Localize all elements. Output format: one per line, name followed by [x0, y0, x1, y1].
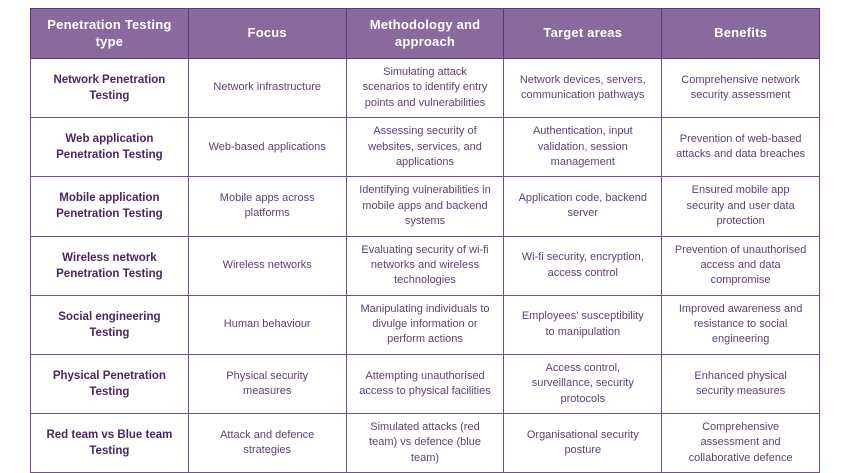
table-cell: Ensured mobile app security and user dat… — [661, 176, 820, 237]
table-cell: Attempting unauthorised access to physic… — [345, 353, 505, 415]
pentest-comparison-table: Penetration Testing type Focus Methodolo… — [30, 8, 820, 473]
header-row: Penetration Testing type Focus Methodolo… — [30, 8, 820, 59]
table-cell: Attack and defence strategies — [187, 413, 347, 473]
column-header-type: Penetration Testing type — [30, 8, 189, 59]
table-cell: Network infrastructure — [187, 57, 347, 119]
column-header-target-areas: Target areas — [503, 8, 663, 59]
table-header: Penetration Testing type Focus Methodolo… — [30, 8, 820, 59]
table-cell: Physical security measures — [187, 353, 347, 415]
row-header-cell: Physical Penetration Testing — [30, 353, 189, 415]
row-header-cell: Social engineering Testing — [30, 294, 189, 355]
column-header-focus: Focus — [187, 8, 347, 59]
table-cell: Wi-fi security, encryption, access contr… — [503, 235, 663, 296]
table-cell: Identifying vulnerabilities in mobile ap… — [345, 176, 505, 237]
table-cell: Access control, surveillance, security p… — [503, 353, 663, 415]
column-header-benefits: Benefits — [661, 8, 820, 59]
pentest-comparison-table-wrap: Penetration Testing type Focus Methodolo… — [30, 8, 820, 473]
table-cell: Comprehensive assessment and collaborati… — [661, 413, 820, 473]
table-cell: Web-based applications — [187, 117, 347, 178]
row-header-cell: Web application Penetration Testing — [30, 117, 189, 178]
table-cell: Organisational security posture — [503, 413, 663, 473]
table-cell: Comprehensive network security assessmen… — [661, 57, 820, 119]
table-cell: Employees' susceptibility to manipulatio… — [503, 294, 663, 355]
row-header-cell: Wireless network Penetration Testing — [30, 235, 189, 296]
table-cell: Simulating attack scenarios to identify … — [345, 57, 505, 119]
table-cell: Prevention of web-based attacks and data… — [661, 117, 820, 178]
table-cell: Network devices, servers, communication … — [503, 57, 663, 119]
table-cell: Human behaviour — [187, 294, 347, 355]
table-cell: Enhanced physical security measures — [661, 353, 820, 415]
table-cell: Improved awareness and resistance to soc… — [661, 294, 820, 355]
row-header-cell: Mobile application Penetration Testing — [30, 176, 189, 237]
table-cell: Application code, backend server — [503, 176, 663, 237]
table-cell: Manipulating individuals to divulge info… — [345, 294, 505, 355]
row-header-cell: Network Penetration Testing — [30, 57, 189, 119]
table-cell: Wireless networks — [187, 235, 347, 296]
table-cell: Authentication, input validation, sessio… — [503, 117, 663, 178]
table-cell: Prevention of unauthorised access and da… — [661, 235, 820, 296]
table-cell: Simulated attacks (red team) vs defence … — [345, 413, 505, 473]
table-cell: Mobile apps across platforms — [187, 176, 347, 237]
column-header-methodology: Methodology and approach — [345, 8, 505, 59]
table-cell: Evaluating security of wi-fi networks an… — [345, 235, 505, 296]
table-cell: Assessing security of websites, services… — [345, 117, 505, 178]
row-header-cell: Red team vs Blue team Testing — [30, 413, 189, 473]
